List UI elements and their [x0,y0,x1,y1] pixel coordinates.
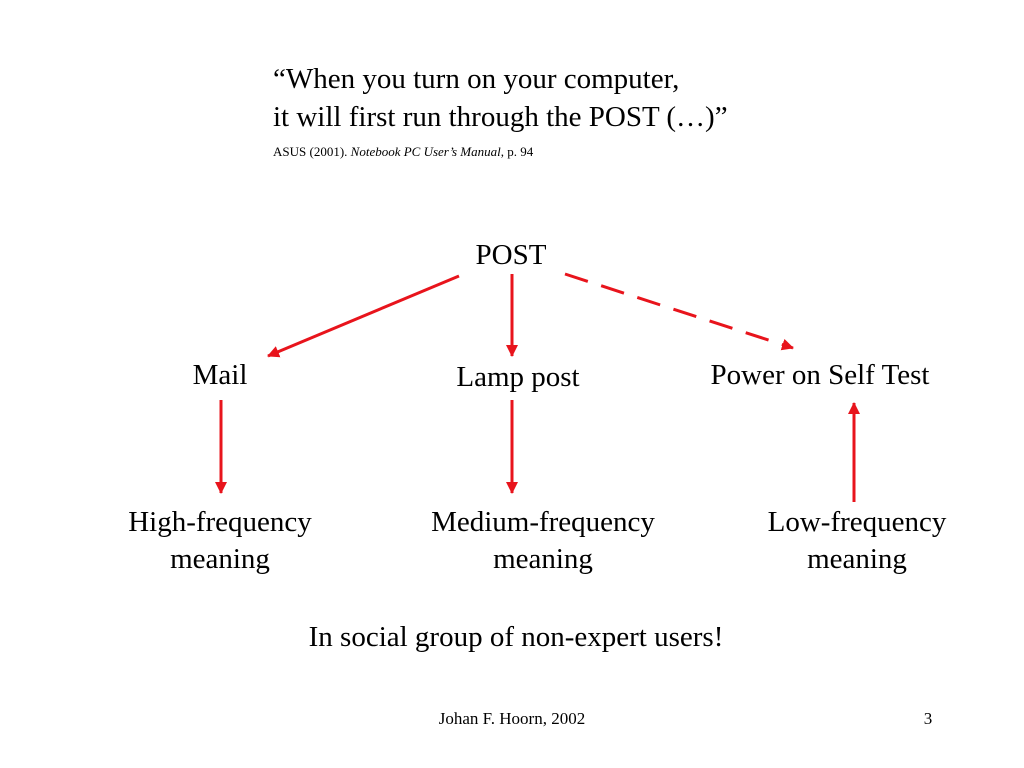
social-group-note: In social group of non-expert users! [308,621,724,653]
power-on-self-test-node: Power on Self Test [710,359,930,391]
quote-line-2: it will first run through the POST (…)” [273,101,728,133]
arrow-post-to-mail [267,274,460,358]
quote-line-1: “When you turn on your computer, [273,63,680,95]
mail-node: Mail [192,359,248,391]
citation-page: , p. 94 [500,144,534,159]
high-frequency-meaning-node: High-frequency meaning [128,506,312,575]
citation-author: ASUS (2001). [273,144,351,159]
citation-title: Notebook PC User’s Manual [350,144,501,159]
post-node: POST [475,239,547,271]
lamp-post-node: Lamp post [456,361,580,393]
medium-frequency-meaning-node: Medium-frequency meaning [431,506,655,575]
page-number: 3 [923,709,933,728]
low-frequency-meaning-node: Low-frequency meaning [767,506,947,575]
citation: ASUS (2001). Notebook PC User’s Manual, … [273,144,533,160]
footer-author: Johan F. Hoorn, 2002 [438,709,586,728]
quote: “When you turn on your computer, it will… [273,60,728,136]
arrow-post-to-power-on-self-test [564,272,794,351]
